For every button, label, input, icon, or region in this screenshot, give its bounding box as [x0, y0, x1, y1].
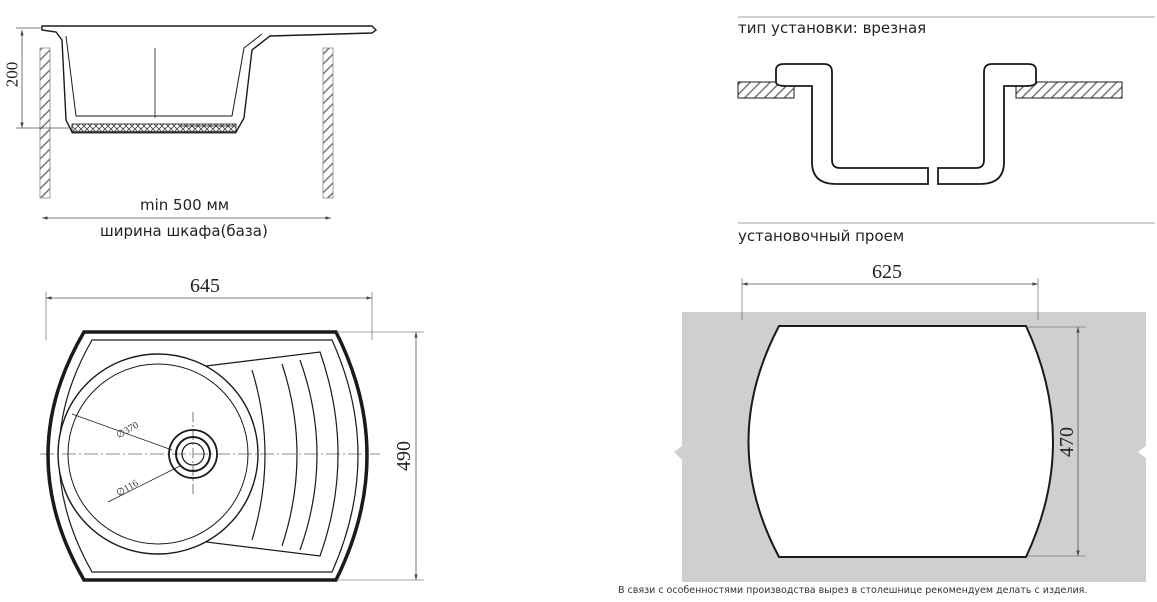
cutout-note: В связи с особенностями производства выр… — [618, 585, 1088, 596]
cutout-section — [674, 222, 1155, 582]
cabinet-width-label: ширина шкафа(база) — [100, 222, 268, 240]
drainboard-rib-3 — [299, 359, 318, 551]
bowl-diameter-leader — [71, 413, 173, 451]
cabinet-wall-left — [39, 47, 51, 199]
installation-section — [737, 16, 1155, 185]
drainboard-rib-1 — [251, 369, 266, 541]
cabinet-wall-right — [322, 47, 334, 199]
sink-section-left — [775, 63, 929, 185]
height-label: 490 — [393, 441, 415, 471]
drainboard — [205, 351, 339, 557]
sink-base-hatch — [71, 123, 237, 134]
depth-label: 200 — [2, 61, 22, 88]
drainboard-rib-2 — [281, 363, 298, 547]
countertop-right — [1015, 81, 1123, 99]
cutout-title-label: установочный проем — [738, 227, 905, 245]
cutout-width-label: 625 — [872, 261, 902, 283]
top-view — [40, 292, 424, 582]
min-width-label: min 500 мм — [140, 196, 230, 214]
sink-section-right — [937, 63, 1037, 185]
drain-diameter-leader — [107, 465, 181, 503]
sink-rim — [58, 339, 359, 573]
width-label: 645 — [190, 275, 220, 297]
installation-type-label: тип установки: врезная — [738, 19, 927, 37]
side-view — [16, 25, 378, 220]
cutout-opening — [747, 325, 1054, 558]
cutout-height-label: 470 — [1056, 427, 1078, 457]
sink-inner-line — [65, 33, 263, 117]
sink-profile — [41, 25, 378, 133]
